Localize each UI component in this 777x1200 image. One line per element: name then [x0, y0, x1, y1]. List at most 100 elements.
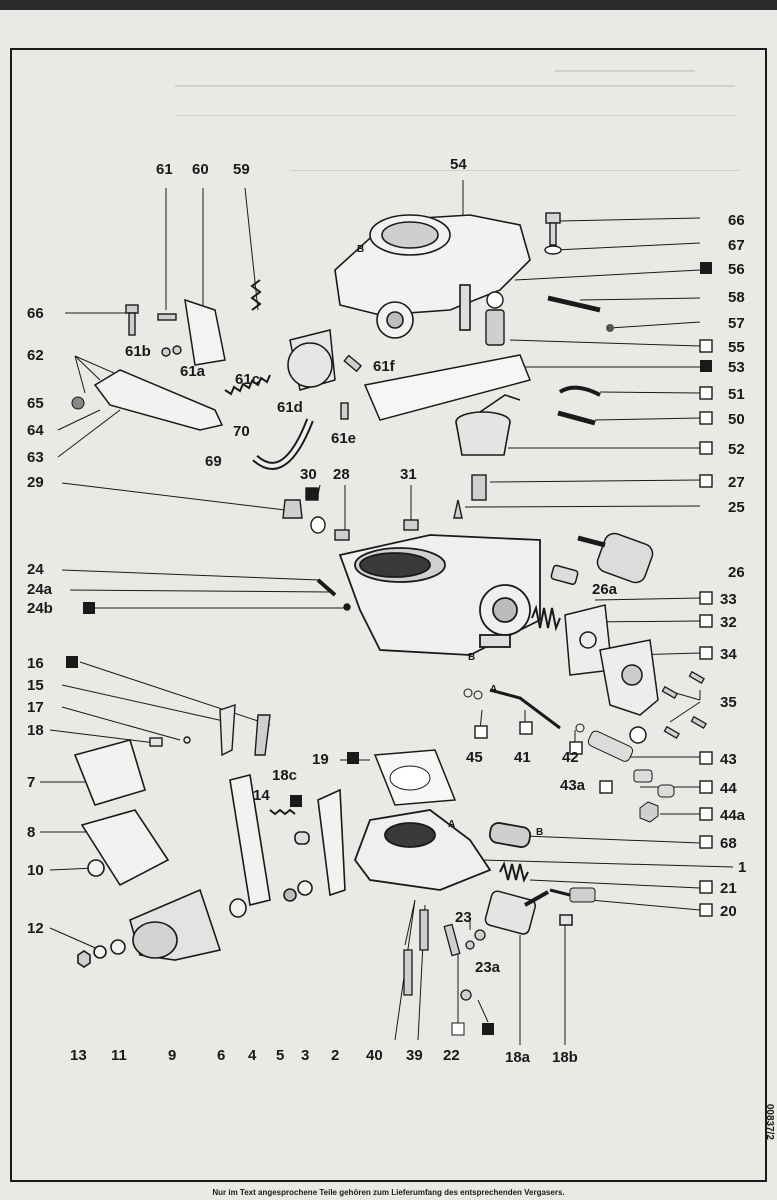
screw-66 — [544, 212, 562, 255]
part-label: 16 — [27, 655, 44, 672]
part-label: 40 — [366, 1047, 383, 1064]
part-label: 6 — [217, 1047, 226, 1064]
part-label: 62 — [27, 347, 44, 364]
part-label: 53 — [728, 359, 745, 376]
carburetor-top-cover — [334, 214, 531, 339]
part-label: 45 — [466, 749, 483, 766]
part-label: 63 — [27, 449, 44, 466]
orientation-mark: B — [468, 652, 476, 663]
part-label: 64 — [27, 422, 44, 439]
part-label: 13 — [70, 1047, 87, 1064]
part-label: 25 — [728, 499, 745, 516]
part-label: 61 — [156, 161, 173, 178]
part-label: 3 — [301, 1047, 310, 1064]
part-label: 32 — [720, 614, 737, 631]
part-label: 11 — [111, 1047, 127, 1064]
parts-sheet: 61 60 59 54 66 67 56 58 57 55 53 51 50 5… — [0, 10, 777, 1200]
exploded-carburetor-drawing — [40, 180, 734, 1045]
part-label: 44 — [720, 780, 737, 797]
bleed-through-rule — [175, 85, 735, 87]
part-label: 43a — [560, 777, 586, 794]
throttle-linkage — [73, 739, 346, 968]
float — [455, 394, 521, 456]
part-label: 61a — [180, 363, 206, 380]
part-label: 15 — [27, 677, 44, 694]
part-label: 59 — [233, 161, 250, 178]
part-label: 57 — [728, 315, 745, 332]
part-label: 28 — [333, 466, 350, 483]
part-label: 51 — [728, 386, 745, 403]
part-label: 9 — [168, 1047, 177, 1064]
bleed-through-rule — [175, 115, 735, 116]
part-label: 50 — [728, 411, 745, 428]
throttle-body — [353, 809, 532, 891]
part-label: 33 — [720, 591, 737, 608]
part-label: 42 — [562, 749, 579, 766]
part-label: 24b — [27, 600, 53, 617]
part-label: 29 — [27, 474, 44, 491]
orientation-mark: A — [448, 819, 456, 830]
part-label: 65 — [27, 395, 44, 412]
part-label: 61f — [373, 358, 395, 375]
needle-valve — [485, 291, 505, 346]
part-label: 18c — [272, 767, 298, 784]
part-label: 34 — [720, 646, 737, 663]
part-label: 66 — [27, 305, 44, 322]
part-label: 70 — [233, 423, 250, 440]
choke-pulldown — [184, 298, 336, 391]
part-label: 44a — [720, 807, 746, 824]
part-label: 14 — [253, 787, 270, 804]
part-label: 10 — [27, 862, 44, 879]
part-label: 17 — [27, 699, 44, 716]
part-label: 55 — [728, 339, 745, 356]
part-label: 66 — [728, 212, 745, 229]
part-label: 7 — [27, 774, 36, 791]
part-label: 22 — [443, 1047, 460, 1064]
part-label: 60 — [192, 161, 209, 178]
part-label: 68 — [720, 835, 737, 852]
part-label: 24a — [27, 581, 53, 598]
cutoff-solenoid — [550, 532, 654, 585]
part-label: 5 — [276, 1047, 285, 1064]
part-label: 26a — [592, 581, 618, 598]
part-label: 69 — [205, 453, 222, 470]
part-label: 18 — [27, 722, 44, 739]
part-label: 54 — [450, 156, 467, 173]
part-label: 12 — [27, 920, 44, 937]
part-label: 61c — [235, 371, 261, 388]
part-label: 31 — [400, 466, 417, 483]
part-label: 21 — [720, 880, 737, 897]
part-label: 1 — [738, 859, 747, 876]
part-label: 52 — [728, 441, 745, 458]
drawing-code: 00837/2 — [764, 1103, 775, 1140]
bleed-through-rule — [290, 170, 740, 171]
footer-note: Nur im Text angesprochene Teile gehören … — [212, 1188, 565, 1197]
part-label: 61d — [277, 399, 303, 416]
orientation-mark: B — [536, 827, 544, 838]
part-label: 26 — [728, 564, 745, 581]
part-label: 43 — [720, 751, 737, 768]
carburetor-body — [338, 534, 541, 656]
part-label: 23a — [475, 959, 501, 976]
part-label: 35 — [720, 694, 737, 711]
part-label: 67 — [728, 237, 745, 254]
part-label: 4 — [248, 1047, 257, 1064]
part-label: 2 — [331, 1047, 340, 1064]
part-label: 8 — [27, 824, 36, 841]
accelerator-pump — [531, 604, 659, 744]
part-label: 19 — [312, 751, 329, 768]
part-label: 23 — [455, 909, 472, 926]
drawing-frame — [10, 48, 767, 1182]
part-label: 20 — [720, 903, 737, 920]
part-label: 58 — [728, 289, 745, 306]
part-label: 18a — [505, 1049, 531, 1066]
bleed-through-logo — [555, 40, 695, 72]
part-label: 30 — [300, 466, 317, 483]
part-label: 39 — [406, 1047, 423, 1064]
part-label: 56 — [728, 261, 745, 278]
part-label: 61b — [125, 343, 151, 360]
part-label: 18b — [552, 1049, 578, 1066]
part-label: 61e — [331, 430, 357, 447]
part-label: 24 — [27, 561, 44, 578]
orientation-mark: B — [357, 244, 365, 255]
